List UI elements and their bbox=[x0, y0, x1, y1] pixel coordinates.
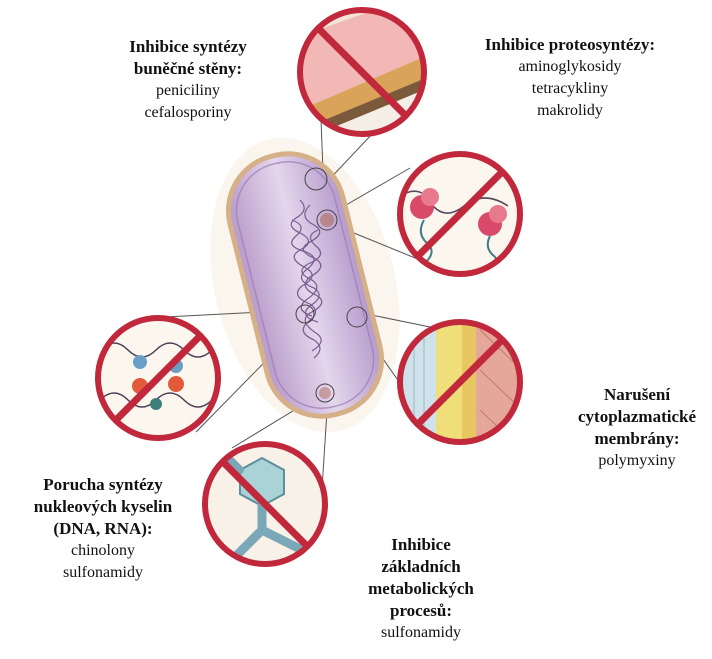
label-metabolic-title-2: základních bbox=[346, 556, 496, 578]
label-protein-synthesis-drug-1: aminoglykosidy bbox=[452, 56, 688, 78]
label-nucleic-acid-drug-2: sulfonamidy bbox=[8, 562, 198, 584]
label-metabolic-title-1: Inhibice bbox=[346, 534, 496, 556]
label-membrane: Narušení cytoplazmatické membrány: polym… bbox=[568, 384, 706, 472]
label-cell-wall-drug-2: cefalosporiny bbox=[108, 102, 268, 124]
label-membrane-title-2: cytoplazmatické bbox=[568, 406, 706, 428]
label-protein-synthesis-title-1: Inhibice proteosyntézy: bbox=[452, 34, 688, 56]
inset-nucleic-acid bbox=[96, 316, 220, 440]
label-nucleic-acid-title-2: nukleových kyselin bbox=[8, 496, 198, 518]
label-nucleic-acid: Porucha syntézy nukleových kyselin (DNA,… bbox=[8, 474, 198, 584]
label-nucleic-acid-title-3: (DNA, RNA): bbox=[8, 518, 198, 540]
label-membrane-title-3: membrány: bbox=[568, 428, 706, 450]
label-membrane-drug-1: polymyxiny bbox=[568, 450, 706, 472]
label-metabolic-title-4: procesů: bbox=[346, 600, 496, 622]
label-nucleic-acid-drug-1: chinolony bbox=[8, 540, 198, 562]
label-cell-wall-drug-1: peniciliny bbox=[108, 80, 268, 102]
label-nucleic-acid-title-1: Porucha syntézy bbox=[8, 474, 198, 496]
label-cell-wall: Inhibice syntézy buněčné stěny: penicili… bbox=[108, 36, 268, 124]
label-membrane-title-1: Narušení bbox=[568, 384, 706, 406]
label-metabolic-drug-1: sulfonamidy bbox=[346, 622, 496, 644]
inset-protein-synthesis bbox=[398, 152, 522, 276]
label-metabolic-title-3: metabolických bbox=[346, 578, 496, 600]
label-cell-wall-title-1: Inhibice syntézy bbox=[108, 36, 268, 58]
inset-membrane bbox=[398, 310, 526, 460]
label-protein-synthesis-drug-3: makrolidy bbox=[452, 100, 688, 122]
label-cell-wall-title-2: buněčné stěny: bbox=[108, 58, 268, 80]
label-protein-synthesis-drug-2: tetracykliny bbox=[452, 78, 688, 100]
label-protein-synthesis: Inhibice proteosyntézy: aminoglykosidy t… bbox=[452, 34, 688, 122]
label-metabolic: Inhibice základních metabolických proces… bbox=[346, 534, 496, 644]
inset-metabolic bbox=[203, 442, 327, 566]
inset-cell-wall bbox=[290, 0, 450, 150]
